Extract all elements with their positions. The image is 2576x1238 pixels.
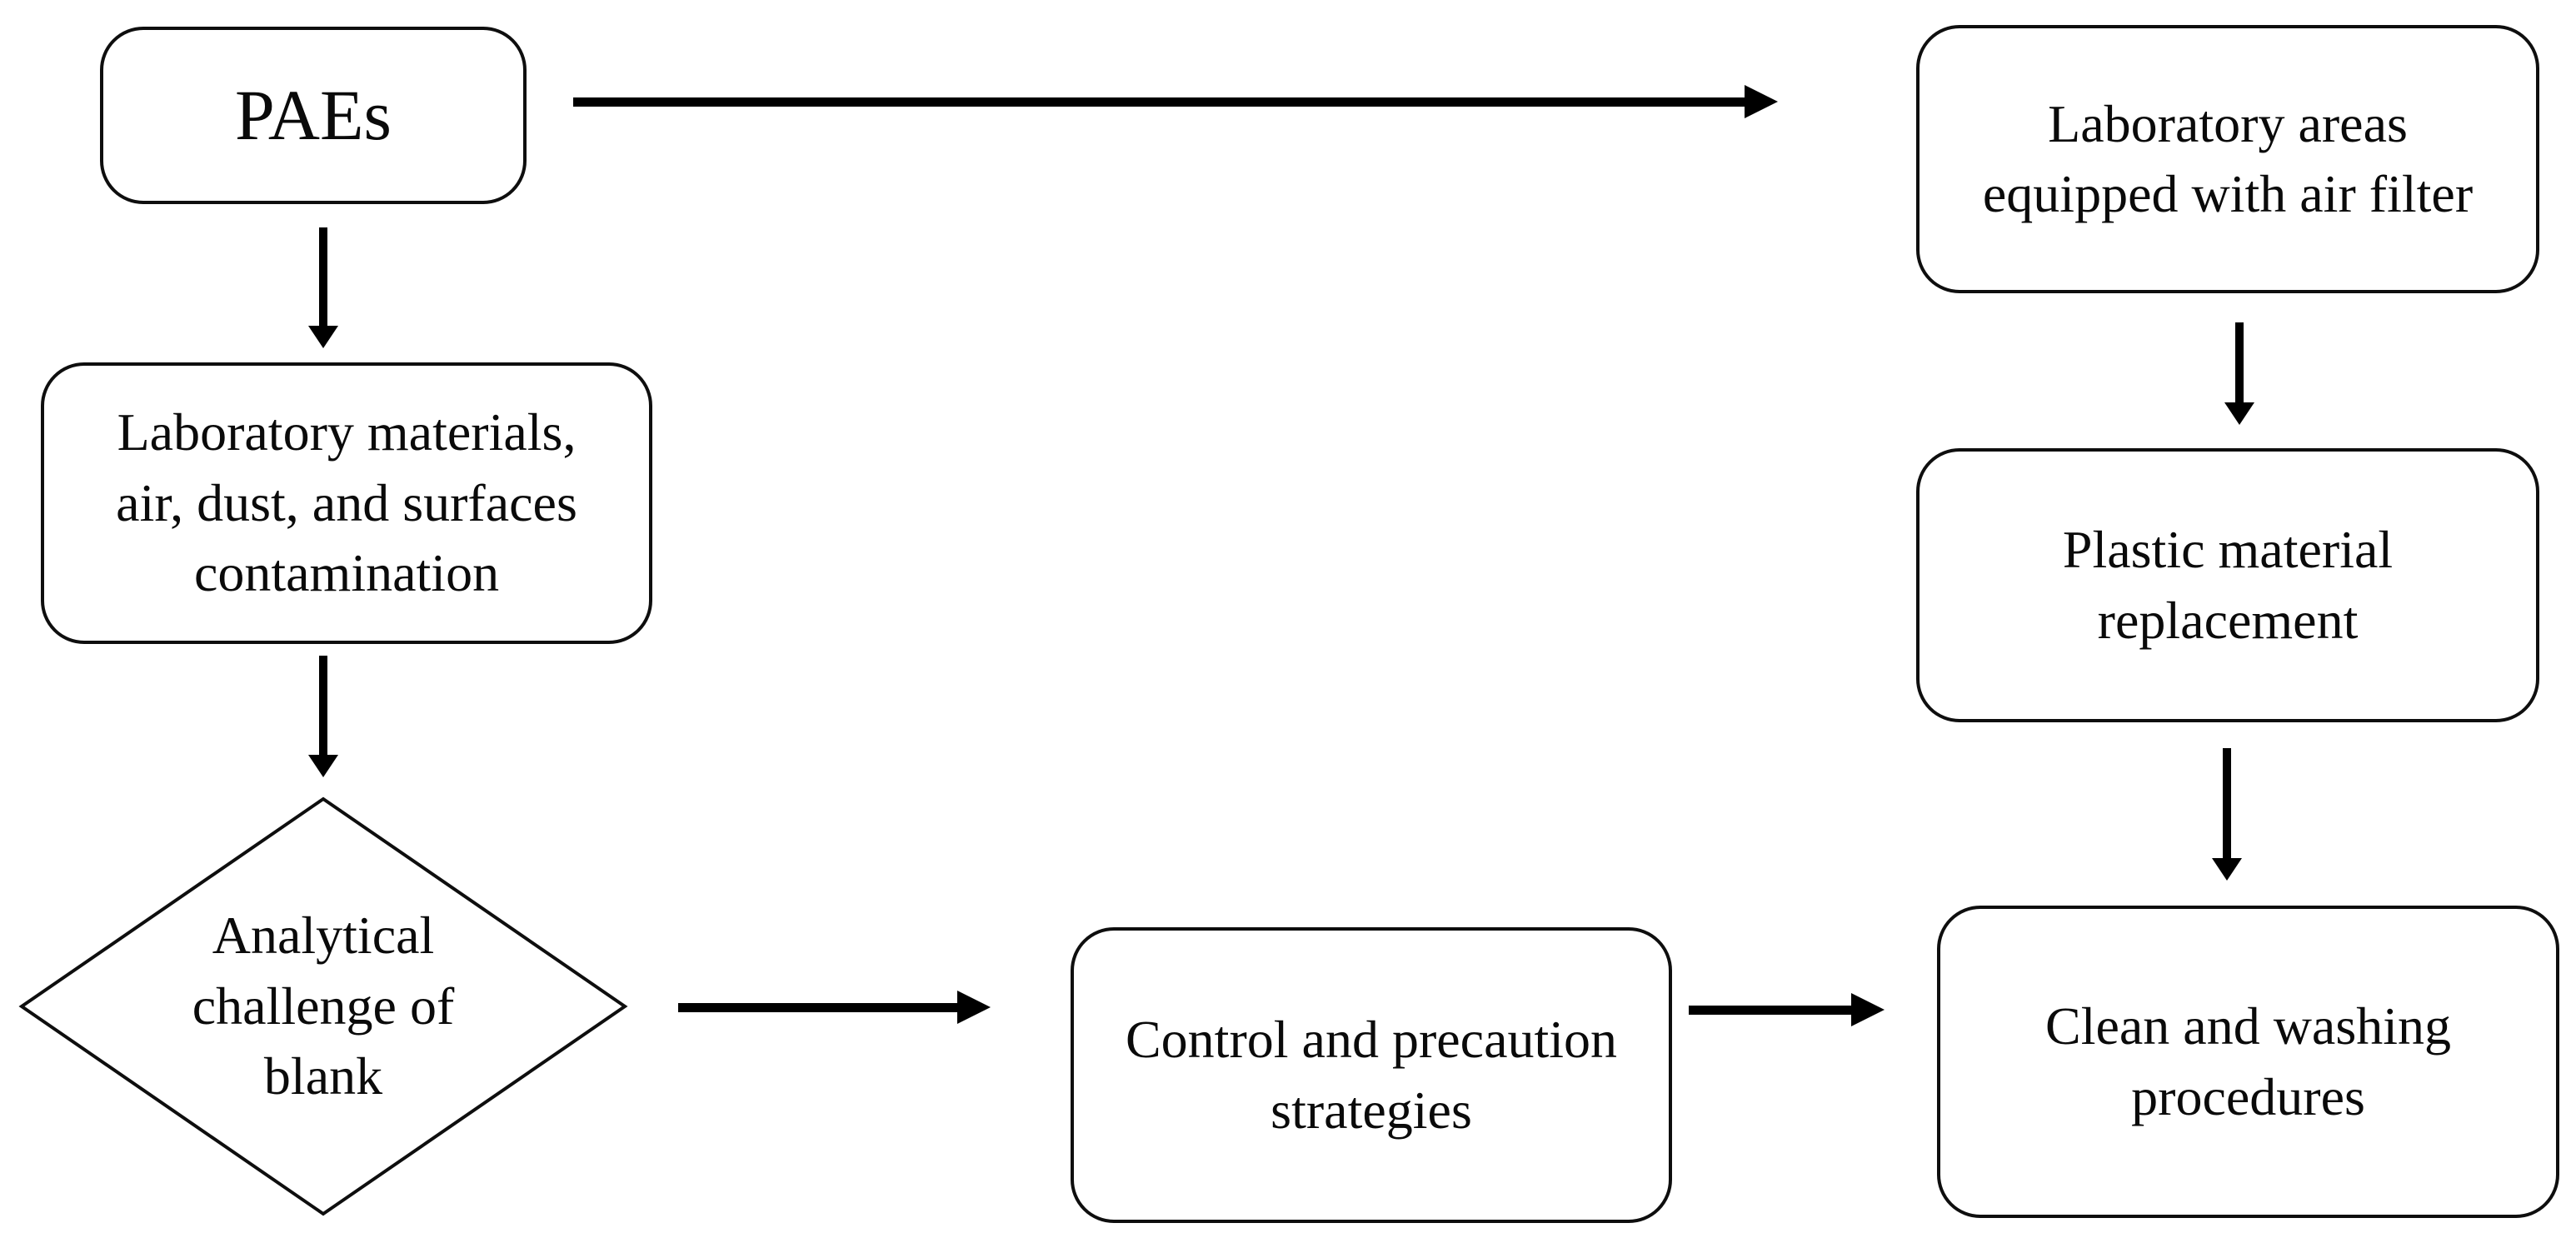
node-lab-areas-label: Laboratory areas equipped with air filte…: [1982, 93, 2474, 223]
node-paes: PAEs: [100, 27, 527, 204]
arrowhead-right-icon: [1851, 993, 1885, 1026]
arrowhead-down-icon: [308, 326, 338, 348]
arrow-shaft: [2235, 322, 2244, 402]
arrow-control-to-clean-washing: [1689, 993, 1885, 1026]
arrow-shaft: [2223, 748, 2231, 858]
node-control-strategies: Control and precaution strategies: [1071, 927, 1672, 1223]
arrow-shaft: [678, 1002, 957, 1012]
node-clean-washing: Clean and washing procedures: [1937, 906, 2559, 1218]
arrow-analytical-challenge-to-control: [678, 991, 991, 1024]
node-control-strategies-label: Control and precaution strategies: [1125, 1010, 1618, 1140]
arrow-shaft: [573, 97, 1745, 107]
arrow-shaft: [319, 656, 327, 755]
arrowhead-right-icon: [1745, 85, 1778, 118]
node-clean-washing-label: Clean and washing procedures: [2045, 996, 2451, 1126]
arrowhead-down-icon: [2224, 402, 2254, 425]
node-plastic-replacement-label: Plastic material replacement: [2062, 520, 2394, 650]
node-analytical-challenge-label: Analytical challenge of blank: [192, 906, 455, 1106]
arrow-paes-to-lab-areas: [573, 85, 1778, 118]
node-paes-label: PAEs: [234, 74, 392, 155]
node-lab-materials-contamination: Laboratory materials, air, dust, and sur…: [41, 362, 652, 644]
arrow-plastic-to-clean-washing: [2212, 748, 2242, 881]
arrowhead-down-icon: [2212, 858, 2242, 881]
arrow-paes-to-lab-materials: [308, 227, 338, 348]
arrow-lab-materials-to-analytical-challenge: [308, 656, 338, 777]
diamond-shape: [18, 796, 628, 1216]
node-lab-areas-air-filter: Laboratory areas equipped with air filte…: [1916, 25, 2539, 293]
node-analytical-challenge: Analytical challenge of blank: [18, 796, 628, 1217]
arrowhead-down-icon: [308, 755, 338, 777]
node-lab-materials-label: Laboratory materials, air, dust, and sur…: [116, 402, 577, 603]
arrow-lab-areas-to-plastic: [2224, 322, 2254, 425]
arrow-shaft: [1689, 1005, 1851, 1015]
arrowhead-right-icon: [957, 991, 991, 1024]
arrow-shaft: [319, 227, 327, 326]
node-plastic-replacement: Plastic material replacement: [1916, 448, 2539, 722]
